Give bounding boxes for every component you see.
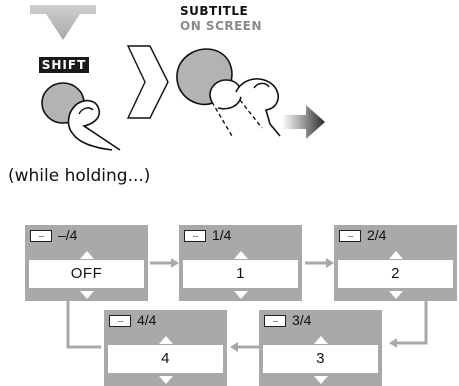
- hold-right-arrow-icon: [282, 105, 325, 139]
- subtitle-panel-4: .... 4/4 4: [104, 310, 227, 386]
- subtitle-button-press-icon: [176, 48, 281, 137]
- panel-counter: 2/4: [367, 227, 387, 243]
- panel-counter: –/4: [58, 227, 78, 243]
- subtitle-panel-1: .... 1/4 1: [179, 225, 302, 301]
- top-illustration: [30, 5, 325, 151]
- up-arrow-icon: [234, 251, 248, 259]
- panel-value: 4: [108, 345, 223, 373]
- down-arrow-icon: [80, 291, 94, 299]
- subtitle-panel-2: .... 2/4 2: [334, 225, 457, 301]
- then-arrow-icon: [126, 45, 169, 119]
- subtitle-label: SUBTITLE: [180, 4, 249, 18]
- panel-counter: 4/4: [137, 312, 157, 328]
- shift-label: SHIFT: [39, 57, 89, 73]
- subtitle-icon: ....: [184, 230, 206, 242]
- subtitle-icon: ....: [30, 230, 52, 242]
- subtitle-icon: ....: [109, 315, 131, 327]
- panel-value: OFF: [29, 260, 144, 288]
- down-arrow-icon: [234, 291, 248, 299]
- up-arrow-icon: [314, 336, 328, 344]
- panel-value: 2: [338, 260, 453, 288]
- sequence-arrows: [63, 258, 428, 352]
- up-arrow-icon: [159, 336, 173, 344]
- up-arrow-icon: [80, 251, 94, 259]
- subtitle-icon: ....: [339, 230, 361, 242]
- down-arrow-icon: [159, 376, 173, 384]
- down-arrow-icon: [314, 376, 328, 384]
- subtitle-panel-off: .... –/4 OFF: [25, 225, 148, 301]
- panel-counter: 1/4: [212, 227, 232, 243]
- panel-counter: 3/4: [292, 312, 312, 328]
- holding-note: (while holding...): [8, 166, 151, 186]
- panel-value: 1: [183, 260, 298, 288]
- subtitle-panel-3: .... 3/4 3: [259, 310, 382, 386]
- press-down-arrow-icon: [30, 5, 96, 40]
- up-arrow-icon: [389, 251, 403, 259]
- on-screen-label: ON SCREEN: [180, 19, 263, 33]
- shift-button-press-icon: [41, 82, 121, 151]
- subtitle-icon: ....: [264, 315, 286, 327]
- down-arrow-icon: [389, 291, 403, 299]
- panel-value: 3: [263, 345, 378, 373]
